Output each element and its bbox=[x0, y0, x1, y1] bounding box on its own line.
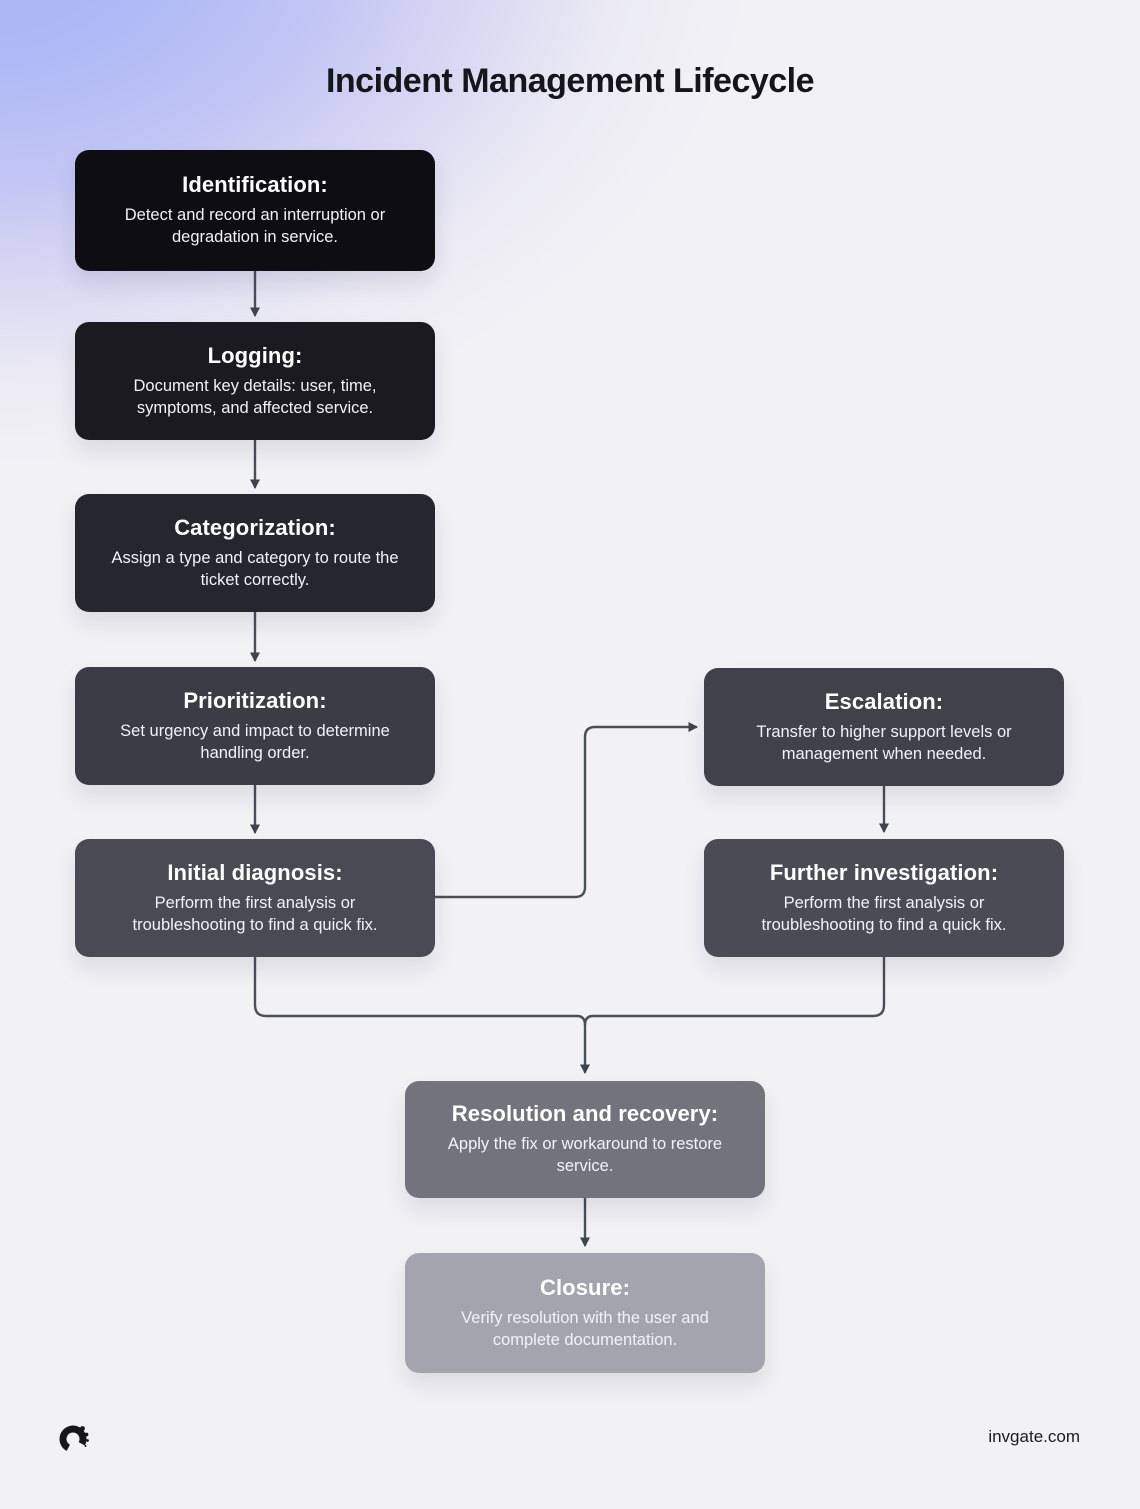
flow-node-escalation: Escalation: Transfer to higher support l… bbox=[704, 668, 1064, 786]
flow-node-further-investigation: Further investigation: Perform the first… bbox=[704, 839, 1064, 957]
flow-node-prioritization: Prioritization: Set urgency and impact t… bbox=[75, 667, 435, 785]
node-body-prioritization: Set urgency and impact to determine hand… bbox=[120, 721, 390, 762]
node-body-escalation: Transfer to higher support levels or man… bbox=[756, 722, 1012, 763]
node-title-initial-diagnosis: Initial diagnosis: bbox=[167, 859, 343, 885]
flow-node-resolution-recovery: Resolution and recovery: Apply the fix o… bbox=[405, 1081, 765, 1198]
flow-node-closure: Closure: Verify resolution with the user… bbox=[405, 1253, 765, 1373]
page-title: Incident Management Lifecycle bbox=[325, 62, 815, 100]
node-body-closure: Verify resolution with the user and comp… bbox=[461, 1308, 709, 1349]
node-body-initial-diagnosis: Perform the first analysis or troublesho… bbox=[132, 893, 378, 934]
node-title-logging: Logging: bbox=[207, 342, 303, 368]
node-title-escalation: Escalation: bbox=[824, 688, 944, 714]
connector-initial-diagnosis-resolution bbox=[253, 955, 590, 1074]
node-body-identification: Detect and record an interruption or deg… bbox=[124, 206, 386, 246]
node-title-categorization: Categorization: bbox=[174, 514, 336, 540]
flow-node-initial-diagnosis: Initial diagnosis: Perform the first ana… bbox=[75, 839, 435, 957]
connector-further-investigation-resolution bbox=[583, 955, 886, 1027]
flow-node-logging: Logging: Document key details: user, tim… bbox=[75, 322, 435, 440]
node-title-further-investigation: Further investigation: bbox=[769, 859, 999, 885]
node-body-resolution-recovery: Apply the fix or workaround to restore s… bbox=[447, 1135, 723, 1175]
flow-node-categorization: Categorization: Assign a type and catego… bbox=[75, 494, 435, 612]
invgate-logo-icon bbox=[59, 1425, 89, 1453]
flow-node-identification: Identification: Detect and record an int… bbox=[75, 150, 435, 271]
footer-website-link[interactable]: invgate.com bbox=[988, 1427, 1080, 1446]
node-body-further-investigation: Perform the first analysis or troublesho… bbox=[761, 893, 1007, 934]
node-body-categorization: Assign a type and category to route the … bbox=[111, 548, 399, 589]
node-title-resolution-recovery: Resolution and recovery: bbox=[451, 1101, 719, 1127]
node-title-prioritization: Prioritization: bbox=[183, 687, 327, 713]
node-title-identification: Identification: bbox=[182, 172, 328, 198]
connector-initial-diagnosis-escalation bbox=[433, 722, 698, 899]
node-body-logging: Document key details: user, time, sympto… bbox=[133, 376, 377, 417]
node-title-closure: Closure: bbox=[539, 1274, 631, 1300]
